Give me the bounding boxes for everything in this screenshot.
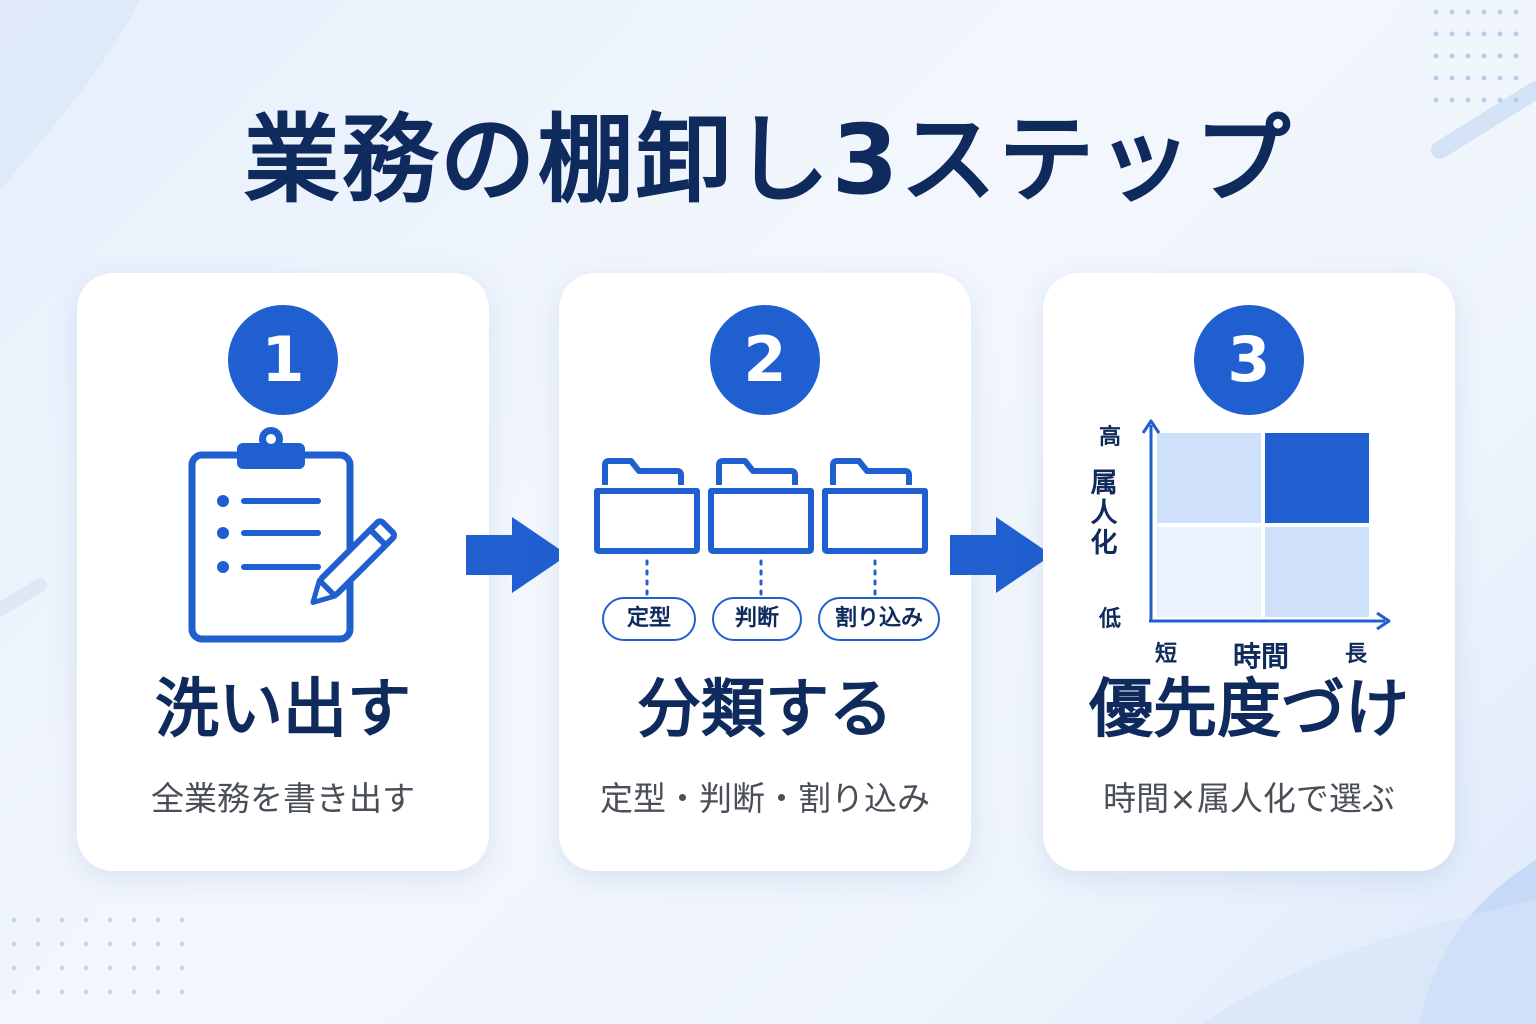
step-title: 洗い出す: [155, 673, 411, 747]
step-title: 分類する: [637, 673, 893, 747]
tag-pill: 判断: [712, 597, 802, 641]
y-axis-high-label: 高: [1099, 425, 1122, 450]
x-axis-high-label: 長: [1345, 642, 1368, 667]
step-number-badge: 2: [710, 305, 820, 415]
step-number-badge: 1: [228, 305, 338, 415]
step-card-1: 1 洗い出す 全業務を書き出す: [77, 273, 489, 871]
step-title: 優先度づけ: [1089, 673, 1409, 747]
y-axis-low-label: 低: [1099, 607, 1122, 632]
step-subtitle: 全業務を書き出す: [151, 779, 415, 818]
tag-pill: 定型: [602, 597, 696, 641]
step-number-badge: 3: [1194, 305, 1304, 415]
step-card-3: 3 高 属人化 低 短 時間 長 優先度づけ 時間×属人化で選ぶ: [1043, 273, 1455, 871]
priority-matrix-icon: [1141, 419, 1391, 631]
folder-icon: [594, 458, 928, 597]
step-card-2: 2 定型 判断 割り込み 分類する 定型・判断・割り込み: [559, 273, 971, 871]
step-subtitle: 定型・判断・割り込み: [600, 779, 930, 818]
page-title: 業務の棚卸し3ステップ: [243, 104, 1293, 216]
arrow-right-icon: [466, 517, 568, 593]
clipboard-pencil-icon: [188, 427, 398, 643]
step-subtitle: 時間×属人化で選ぶ: [1103, 779, 1395, 818]
arrow-right-icon: [950, 517, 1052, 593]
y-axis-label: 属人化: [1090, 468, 1118, 559]
tag-pill: 割り込み: [818, 597, 940, 641]
x-axis-low-label: 短: [1155, 642, 1178, 667]
x-axis-label: 時間: [1233, 640, 1290, 673]
